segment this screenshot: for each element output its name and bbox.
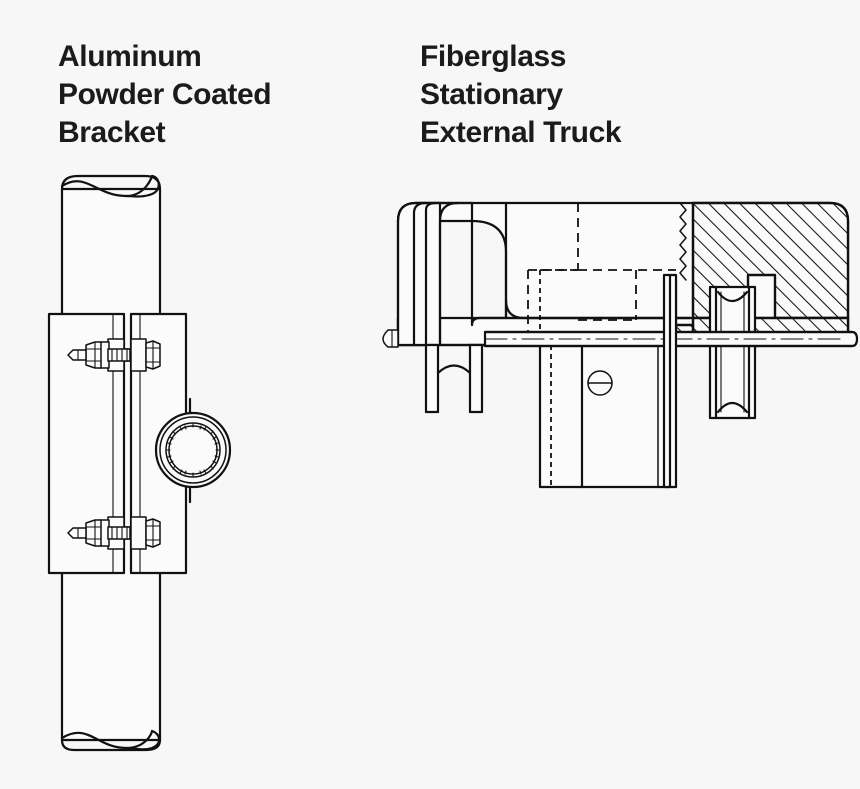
hidden-detail-lines xyxy=(527,203,676,345)
section-hatch-region xyxy=(674,201,850,347)
bearing-ring xyxy=(154,397,232,504)
drawing-aluminum-bracket xyxy=(0,0,380,789)
figure-fiberglass-truck: Fiberglass Stationary External Truck xyxy=(380,0,860,789)
sheave-pulley xyxy=(708,285,757,420)
spacer-ribs xyxy=(662,273,678,489)
figure-title-aluminum-bracket: Aluminum Powder Coated Bracket xyxy=(58,40,272,149)
drawing-fiberglass-truck xyxy=(380,0,860,789)
lower-bolt-assembly xyxy=(67,516,161,550)
mounting-flange-plate xyxy=(538,343,672,489)
side-lug xyxy=(382,329,399,348)
figure-title-fiberglass-truck: Fiberglass Stationary External Truck xyxy=(420,40,622,149)
figure-aluminum-bracket: Aluminum Powder Coated Bracket xyxy=(0,0,380,789)
lower-legs xyxy=(424,343,484,414)
nose-rib-lines xyxy=(396,201,474,347)
upper-bolt-assembly xyxy=(67,338,161,372)
